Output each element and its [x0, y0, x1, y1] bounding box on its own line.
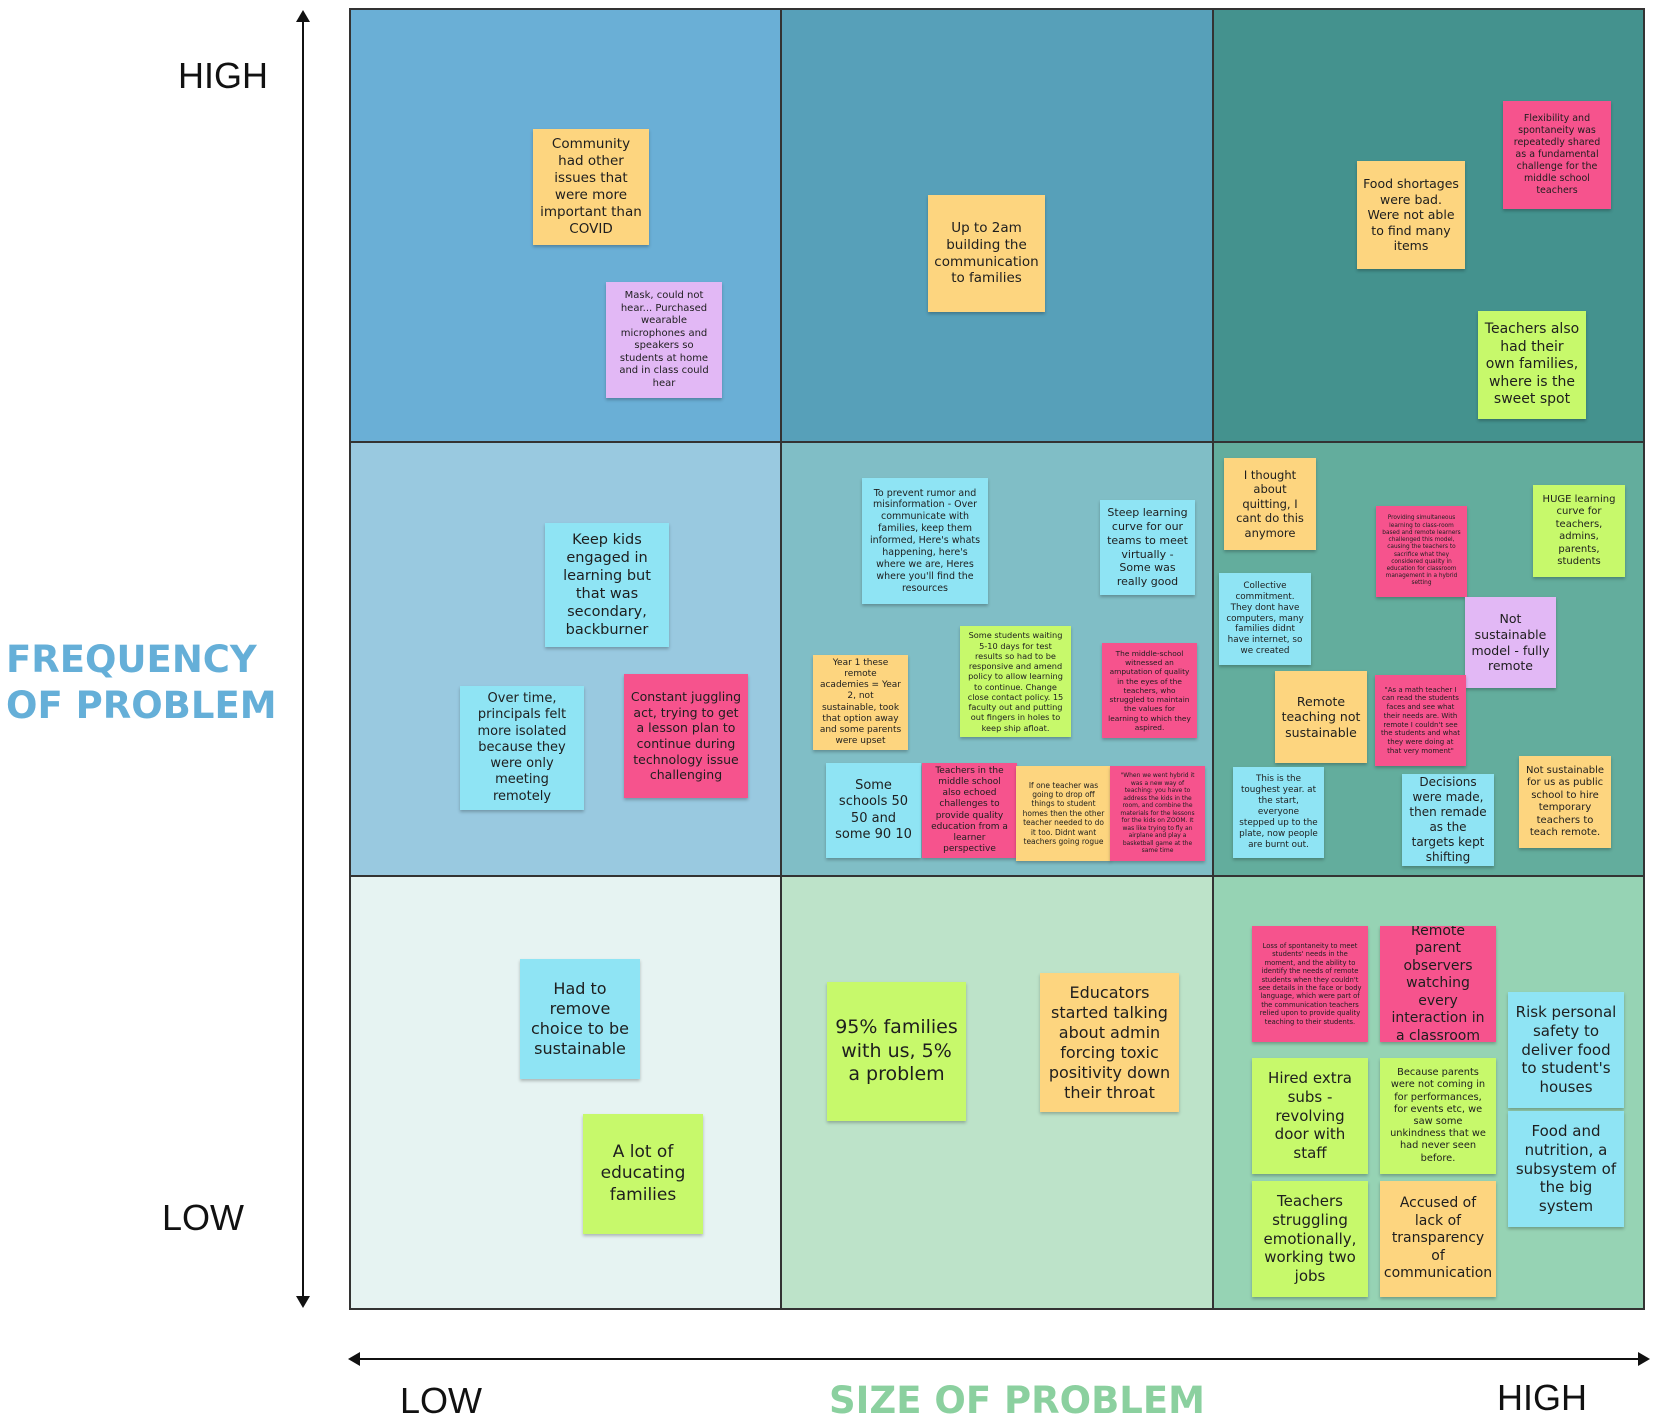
sticky-note[interactable]: Food shortages were bad. Were not able t… [1357, 161, 1465, 269]
x-axis-arrow-left-icon [348, 1352, 360, 1366]
x-axis-line [353, 1358, 1643, 1360]
sticky-note[interactable]: The middle-school witnessed an amputatio… [1102, 643, 1197, 738]
sticky-note[interactable]: Mask, could not hear... Purchased wearab… [606, 282, 722, 398]
sticky-note[interactable]: This is the toughest year. at the start,… [1233, 767, 1324, 858]
y-axis-high-label: HIGH [178, 55, 268, 96]
sticky-note[interactable]: A lot of educating families [583, 1114, 703, 1234]
sticky-note[interactable]: Accused of lack of transparency of commu… [1380, 1181, 1496, 1297]
cell-mid-frequency-low-size [350, 442, 782, 876]
sticky-note[interactable]: Collective commitment. They dont have co… [1219, 573, 1311, 665]
sticky-note[interactable]: Flexibility and spontaneity was repeated… [1503, 101, 1611, 209]
sticky-note[interactable]: Teachers struggling emotionally, working… [1252, 1181, 1368, 1297]
y-axis-arrow-up-icon [296, 10, 310, 22]
sticky-note[interactable]: Loss of spontaneity to meet students' ne… [1252, 926, 1368, 1042]
sticky-note[interactable]: I thought about quitting, I cant do this… [1224, 458, 1316, 550]
y-axis-low-label: LOW [162, 1197, 245, 1238]
sticky-note[interactable]: Keep kids engaged in learning but that w… [545, 523, 669, 647]
sticky-note[interactable]: Teachers also had their own families, wh… [1478, 311, 1586, 419]
sticky-note[interactable]: HUGE learning curve for teachers, admins… [1533, 485, 1625, 577]
sticky-note[interactable]: Had to remove choice to be sustainable [520, 959, 640, 1079]
sticky-note[interactable]: Decisions were made, then remade as the … [1402, 774, 1494, 866]
x-axis-title: SIZE OF PROBLEM [829, 1379, 1205, 1422]
sticky-note[interactable]: To prevent rumor and misinformation - Ov… [862, 478, 988, 604]
x-axis-arrow-right-icon [1638, 1352, 1650, 1366]
sticky-note[interactable]: 95% families with us, 5% a problem [827, 982, 966, 1121]
sticky-note[interactable]: Year 1 these remote academies = Year 2, … [813, 655, 908, 750]
sticky-note[interactable]: Teachers in the middle school also echoe… [922, 763, 1017, 858]
sticky-note[interactable]: "As a math teacher I can read the studen… [1375, 675, 1466, 766]
sticky-note[interactable]: Because parents were not coming in for p… [1380, 1058, 1496, 1174]
sticky-note[interactable]: Remote teaching not sustainable [1275, 671, 1367, 763]
x-axis-high-label: HIGH [1497, 1377, 1587, 1418]
sticky-note[interactable]: "When we went hybrid it was a new way of… [1110, 766, 1205, 861]
sticky-note[interactable]: Remote parent observers watching every i… [1380, 926, 1496, 1042]
sticky-note[interactable]: Steep learning curve for our teams to me… [1100, 500, 1195, 595]
sticky-note[interactable]: Hired extra subs - revolving door with s… [1252, 1058, 1368, 1174]
sticky-note[interactable]: Not sustainable for us as public school … [1519, 756, 1611, 848]
sticky-note[interactable]: Food and nutrition, a subsystem of the b… [1508, 1111, 1624, 1227]
sticky-note[interactable]: Not sustainable model - fully remote [1465, 597, 1556, 688]
sticky-note[interactable]: Over time, principals felt more isolated… [460, 686, 584, 810]
sticky-note[interactable]: Educators started talking about admin fo… [1040, 973, 1179, 1112]
sticky-note[interactable]: Some schools 50 50 and some 90 10 [826, 763, 921, 858]
y-axis-title: FREQUENCY OF PROBLEM [6, 638, 277, 728]
sticky-note[interactable]: Up to 2am building the communication to … [928, 195, 1045, 312]
sticky-note[interactable]: Some students waiting 5-10 days for test… [960, 626, 1071, 737]
sticky-note[interactable]: If one teacher was going to drop off thi… [1016, 766, 1111, 861]
sticky-note[interactable]: Community had other issues that were mor… [533, 129, 649, 245]
cell-low-frequency-low-size [350, 875, 782, 1309]
sticky-note[interactable]: Providing simultaneous learning to class… [1376, 506, 1467, 597]
y-axis-arrow-down-icon [296, 1296, 310, 1308]
y-axis-line [302, 14, 304, 1306]
sticky-note[interactable]: Constant juggling act, trying to get a l… [624, 674, 748, 798]
x-axis-low-label: LOW [400, 1380, 483, 1421]
sticky-note[interactable]: Risk personal safety to deliver food to … [1508, 992, 1624, 1108]
